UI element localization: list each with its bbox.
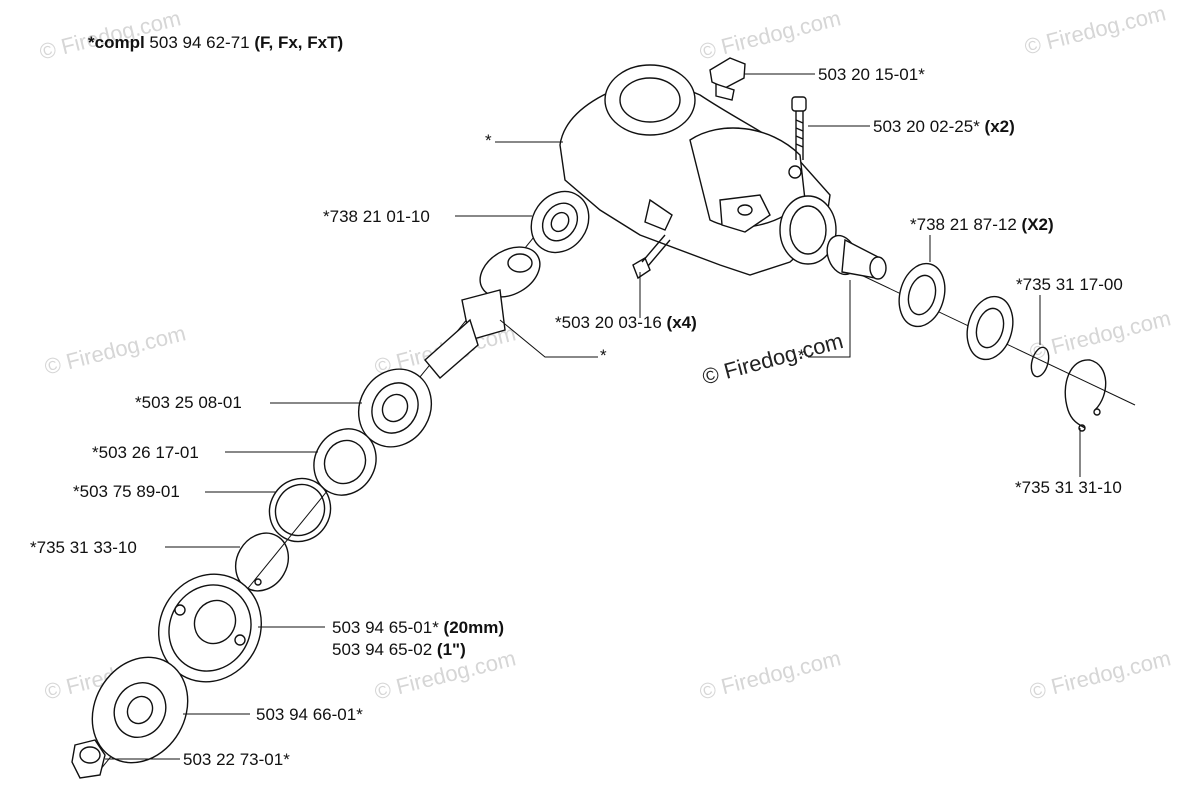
leader-lines (105, 73, 1081, 760)
label-circlip: *735 31 33-10 (30, 538, 137, 557)
bearing-small-part (530, 190, 590, 254)
gear-shaft-part (424, 246, 541, 379)
label-support-cup-alt-size: (1") (432, 640, 466, 659)
label-screw-top: 503 20 02-25* (x2) (873, 117, 1015, 137)
gear-housing (559, 64, 837, 276)
bearing-mid-part (357, 368, 433, 448)
label-plug: 503 20 15-01* (818, 65, 925, 84)
label-screw-top-qty: (x2) (979, 117, 1015, 136)
screw-side-part (632, 234, 671, 280)
assembly-axis (99, 204, 1136, 771)
label-support-cup-number: 503 94 65-01* (332, 618, 439, 637)
label-bearing-right-qty: (X2) (1016, 215, 1054, 234)
label-circlip-right: *735 31 31-10 (1015, 478, 1122, 497)
label-screw-top-number: 503 20 02-25* (873, 117, 980, 136)
label-bearing-mid: *503 25 08-01 (135, 393, 242, 412)
label-screw-side-number: *503 20 03-16 (555, 313, 662, 332)
label-screw-side: *503 20 03-16 (x4) (555, 313, 697, 333)
label-seal: *503 26 17-01 (92, 443, 199, 462)
label-nut: 503 22 73-01* (183, 750, 290, 769)
screw-top-part (791, 96, 807, 160)
circlip-right-part (1064, 359, 1107, 432)
label-support-cup-size: (20mm) (438, 618, 505, 637)
assembly-title: *compl 503 94 62-71 (F, Fx, FxT) (88, 33, 343, 53)
label-flange: 503 94 66-01* (256, 705, 363, 724)
support-cup-part (158, 573, 262, 683)
label-support-cup: 503 94 65-01* (20mm) (332, 618, 504, 638)
label-washer-ring: *503 75 89-01 (73, 482, 180, 501)
label-gear: * (600, 346, 607, 365)
assembly-models: (F, Fx, FxT) (254, 33, 344, 52)
bearing-right-part (898, 262, 1014, 361)
label-pinion: * (798, 346, 805, 365)
label-housing: * (485, 131, 492, 150)
label-bearing-small: *738 21 01-10 (323, 207, 430, 226)
retaining-ring-small-part (1030, 346, 1050, 378)
washer-ring-part (268, 477, 332, 543)
label-support-cup-alt: 503 94 65-02 (1") (332, 640, 466, 660)
label-screw-side-qty: (x4) (661, 313, 697, 332)
label-bearing-right: *738 21 87-12 (X2) (910, 215, 1054, 235)
label-retaining-small: *735 31 17-00 (1016, 275, 1123, 294)
label-support-cup-alt-number: 503 94 65-02 (332, 640, 433, 659)
assembly-part-number: 503 94 62-71 (144, 33, 255, 52)
seal-part (313, 428, 377, 496)
nut-part (71, 739, 106, 779)
pinion-part (826, 234, 887, 280)
label-bearing-right-number: *738 21 87-12 (910, 215, 1017, 234)
assembly-prefix: *compl (88, 33, 145, 52)
flange-part (91, 656, 189, 764)
plug-part (709, 57, 746, 101)
